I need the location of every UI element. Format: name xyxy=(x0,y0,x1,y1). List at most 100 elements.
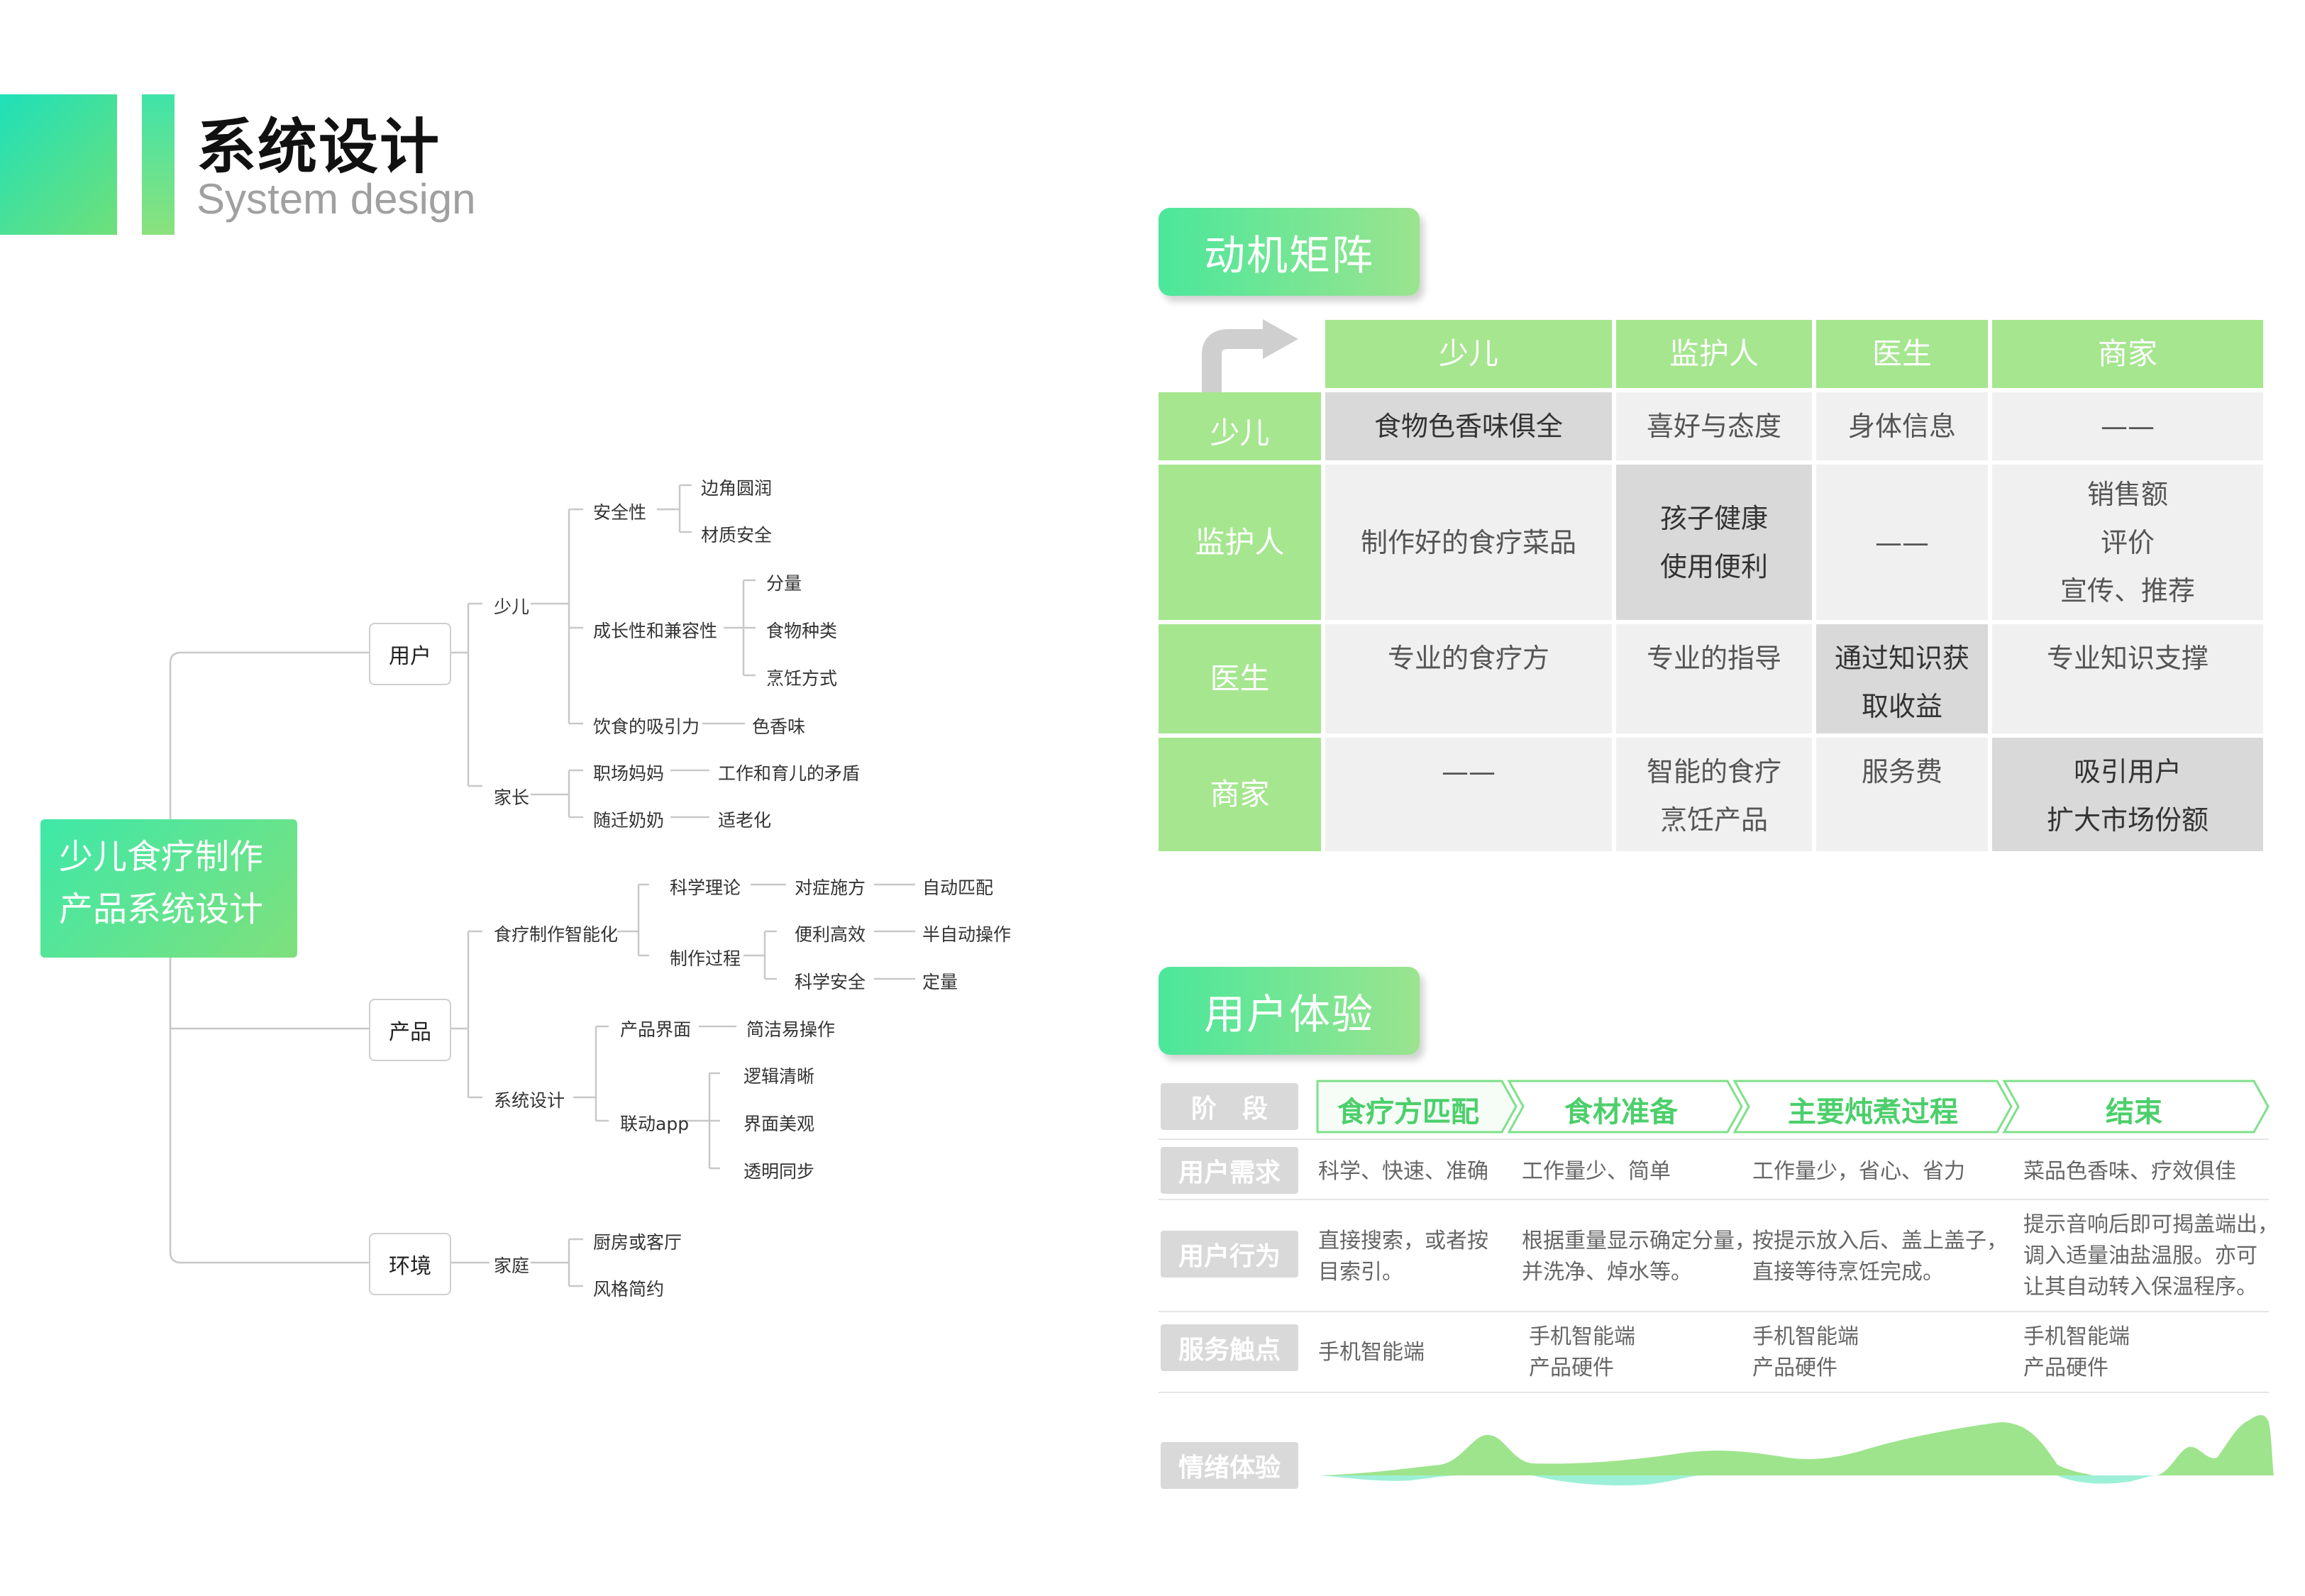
ux-divider xyxy=(1159,1392,2269,1393)
node-work-conflict: 工作和育儿的矛盾 xyxy=(718,763,861,784)
matrix-cell-text: 使用便利 xyxy=(1659,550,1768,582)
ux-title-pill: 用户体验 xyxy=(1159,967,1420,1055)
matrix-cell-text: 通过知识获 xyxy=(1834,643,1969,674)
matrix-cell-text: 食物色香味俱全 xyxy=(1373,411,1563,442)
node-child: 少儿 xyxy=(494,597,530,617)
matrix-row-header: 商家 xyxy=(1159,738,1321,851)
matrix-cell-text: 身体信息 xyxy=(1847,411,1956,442)
matrix-cell: 孩子健康使用便利 xyxy=(1616,465,1812,620)
ux-behavior-text: 并洗净、焯水等。 xyxy=(1522,1260,1692,1285)
matrix-col-header: 监护人 xyxy=(1616,320,1812,388)
node-home: 家庭 xyxy=(494,1256,530,1276)
ux-need-text: 科学、快速、准确 xyxy=(1318,1159,1488,1184)
matrix-cell-text: 宣传、推荐 xyxy=(2060,575,2195,606)
ux-touchpoint-text: 手机智能端 xyxy=(2023,1324,2130,1349)
matrix-cell: —— xyxy=(1992,392,2263,460)
node-quantify: 定量 xyxy=(922,972,958,992)
node-material-safety: 材质安全 xyxy=(701,525,773,545)
page-title: 系统设计 xyxy=(197,112,441,182)
ux-need-text: 菜品色香味、疗效俱佳 xyxy=(2023,1159,2236,1184)
header-accent-block xyxy=(0,94,117,235)
ux-row-needs-label: 用户需求 xyxy=(1161,1147,1298,1194)
matrix-cell: 身体信息 xyxy=(1816,392,1988,460)
matrix-cell-text: 烹饪产品 xyxy=(1659,804,1768,836)
ux-touchpoint-text: 产品硬件 xyxy=(1529,1356,1614,1380)
header-accent-bar xyxy=(142,94,175,235)
ux-behavior-text: 直接搜索，或者按 xyxy=(1318,1229,1488,1253)
ux-behavior-text: 按提示放入后、盖上盖子， xyxy=(1752,1229,2008,1253)
ux-behavior-text: 根据重量显示确定分量， xyxy=(1522,1229,1756,1253)
node-app: 联动app xyxy=(620,1114,690,1134)
matrix-cell-text: 喜好与态度 xyxy=(1646,411,1781,442)
ux-divider xyxy=(1159,1138,2269,1140)
matrix-row-header: 少儿 xyxy=(1159,392,1321,460)
node-smart: 食疗制作智能化 xyxy=(494,924,619,945)
ux-stage-1: 食疗方匹配 xyxy=(1337,1096,1479,1129)
matrix-cell: 通过知识获取收益 xyxy=(1816,624,1988,733)
ux-row-behavior-label: 用户行为 xyxy=(1161,1231,1298,1278)
ux-stage-4: 结束 xyxy=(2106,1096,2162,1129)
node-kitchen: 厨房或客厅 xyxy=(593,1232,682,1253)
matrix-col-header: 医生 xyxy=(1816,320,1988,388)
matrix-cell: —— xyxy=(1816,465,1988,620)
branch-product: 产品 xyxy=(369,999,451,1061)
matrix-row-header: 监护人 xyxy=(1159,465,1321,620)
matrix-cell-text: 销售额 xyxy=(2086,478,2168,510)
node-theory: 科学理论 xyxy=(670,877,741,898)
node-parent: 家长 xyxy=(494,787,530,808)
node-attraction: 饮食的吸引力 xyxy=(593,716,700,737)
ux-stage-2: 食材准备 xyxy=(1564,1096,1678,1129)
matrix-cell: 专业的食疗方 xyxy=(1325,624,1612,733)
ux-behavior-text: 让其自动转入保温程序。 xyxy=(2023,1275,2257,1299)
ux-behavior-text: 调入适量油盐温服。亦可 xyxy=(2023,1243,2257,1268)
ux-touchpoint-text: 产品硬件 xyxy=(2023,1356,2108,1380)
matrix-cell: 制作好的食疗菜品 xyxy=(1325,465,1612,620)
ux-need-text: 工作量少，省心、省力 xyxy=(1752,1159,1965,1184)
node-sync: 透明同步 xyxy=(744,1161,815,1182)
ux-touchpoint-text: 产品硬件 xyxy=(1752,1356,1837,1380)
matrix-cell: 服务费 xyxy=(1816,738,1988,851)
ux-stage-3: 主要炖煮过程 xyxy=(1788,1096,1958,1129)
node-portion: 分量 xyxy=(766,573,802,594)
matrix-cell-text: 专业的食疗方 xyxy=(1387,643,1549,674)
matrix-cell: 食物色香味俱全 xyxy=(1325,392,1612,460)
matrix-cell-text: 专业知识支撑 xyxy=(2046,643,2209,674)
node-color-smell: 色香味 xyxy=(752,716,806,737)
ux-behavior-text: 直接等待烹饪完成。 xyxy=(1752,1260,1944,1285)
matrix-cell: 销售额评价宣传、推荐 xyxy=(1992,465,2263,620)
node-round-corner: 边角圆润 xyxy=(701,478,773,499)
matrix-cell-text: 专业的指导 xyxy=(1646,643,1781,674)
matrix-cell-text: —— xyxy=(1442,756,1496,787)
matrix-cell: —— xyxy=(1325,738,1612,851)
node-working-mom: 职场妈妈 xyxy=(593,763,665,784)
matrix-cell-text: 评价 xyxy=(2100,526,2155,558)
root-line-1: 少儿食疗制作 xyxy=(59,837,264,877)
matrix-cell-text: 制作好的食疗菜品 xyxy=(1360,526,1576,558)
ux-need-text: 工作量少、简单 xyxy=(1522,1159,1671,1184)
node-semi-auto: 半自动操作 xyxy=(922,924,1012,945)
matrix-cell-text: —— xyxy=(2101,411,2155,442)
matrix-col-header: 少儿 xyxy=(1325,320,1612,388)
node-simple: 简洁易操作 xyxy=(746,1019,836,1040)
mindmap-connectors xyxy=(169,484,915,1287)
matrix-cell: 吸引用户扩大市场份额 xyxy=(1992,738,2263,851)
node-aging: 适老化 xyxy=(718,810,772,831)
matrix-cell: 专业的指导 xyxy=(1616,624,1812,733)
matrix-cell: 喜好与态度 xyxy=(1616,392,1812,460)
node-convenient: 便利高效 xyxy=(795,924,866,945)
ux-stage-arrows xyxy=(1316,1080,2270,1134)
node-interface: 产品界面 xyxy=(620,1019,692,1040)
ux-row-touchpoint-label: 服务触点 xyxy=(1161,1324,1298,1371)
branch-environment: 环境 xyxy=(369,1233,451,1295)
node-style: 风格简约 xyxy=(593,1279,665,1299)
matrix-cell-text: —— xyxy=(1875,526,1929,558)
branch-user: 用户 xyxy=(369,623,451,685)
ux-divider xyxy=(1159,1199,2269,1200)
ux-touchpoint-text: 手机智能端 xyxy=(1318,1340,1425,1365)
node-safety: 安全性 xyxy=(593,502,647,523)
matrix-cell: 专业知识支撑 xyxy=(1992,624,2263,733)
node-food-type: 食物种类 xyxy=(766,621,838,641)
node-beauty: 界面美观 xyxy=(744,1114,815,1134)
node-grandma: 随迁奶奶 xyxy=(593,810,665,831)
ux-stage-label: 阶 段 xyxy=(1161,1083,1298,1130)
